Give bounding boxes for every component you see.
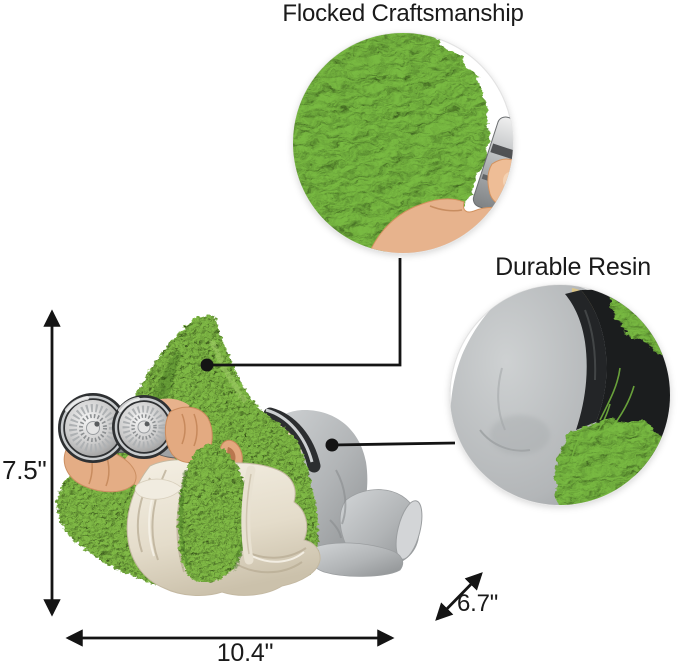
- depth-dimension-arrow: [435, 572, 483, 621]
- hat-highlight: [209, 339, 248, 404]
- height-dimension-label: 7.5": [2, 455, 47, 485]
- front-sleeve: [177, 443, 248, 584]
- finger-crease: [429, 205, 463, 212]
- callout-dot: [325, 438, 339, 452]
- flock-patch-bottom: [555, 419, 670, 505]
- flocked-texture-swatch: [293, 33, 490, 253]
- beard-strand-line: [245, 473, 252, 555]
- thumb-in-inset: [487, 158, 513, 206]
- thumb-nail: [503, 172, 513, 190]
- resin-shading: [490, 415, 550, 455]
- band-highlight: [584, 309, 597, 381]
- flocked-craftsmanship-label: Flocked Craftsmanship: [282, 0, 524, 27]
- callout-dot: [200, 358, 214, 372]
- width-dimension-label: 10.4": [216, 639, 274, 663]
- mustache-left: [134, 478, 183, 500]
- waistband-chrome: [265, 408, 314, 463]
- resin-detail-inset: [449, 284, 671, 506]
- durable-resin-label: Durable Resin: [495, 253, 651, 281]
- callout-line-flocked: [200, 258, 402, 372]
- dark-band: [565, 290, 607, 430]
- flock-wisps: [570, 367, 635, 463]
- flocked-detail-inset: [292, 32, 514, 254]
- right-lens: [112, 395, 176, 459]
- binoculars: [58, 393, 203, 463]
- depth-dimension-label: 6.7": [457, 590, 499, 617]
- gnome-figure: [57, 315, 423, 596]
- callout-line-resin: [325, 438, 456, 452]
